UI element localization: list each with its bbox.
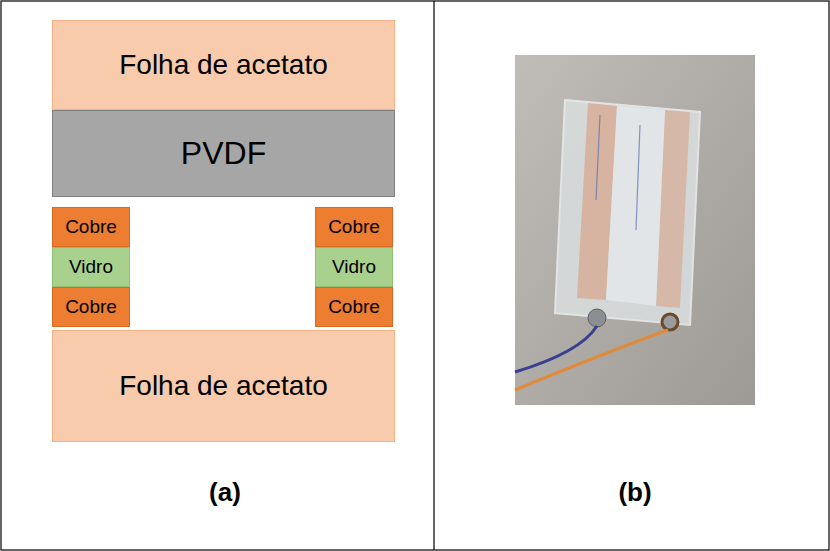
device-photo	[515, 55, 755, 405]
screw-symbol	[588, 309, 606, 327]
pvdf-layer: PVDF	[52, 110, 395, 197]
glass-layer: Vidro	[315, 247, 393, 287]
layer-label: Folha de acetato	[119, 370, 328, 402]
layer-label: Cobre	[328, 296, 380, 318]
layer-label: Folha de acetato	[119, 49, 328, 81]
layer-label: PVDF	[181, 135, 266, 172]
layer-label: Cobre	[328, 216, 380, 238]
copper-layer: Cobre	[52, 207, 130, 247]
copper-layer: Cobre	[52, 287, 130, 327]
photo-shade	[515, 55, 755, 405]
layer-label: Cobre	[65, 296, 117, 318]
copper-layer: Cobre	[315, 287, 393, 327]
layer-label: Cobre	[65, 216, 117, 238]
pvdf-film	[606, 106, 665, 306]
copper-layer: Cobre	[315, 207, 393, 247]
acetate-film	[555, 100, 700, 325]
layer-label: Vidro	[69, 256, 113, 278]
orange-wire	[515, 330, 668, 390]
screw-symbol	[662, 314, 678, 330]
panel-label: (a)	[209, 477, 241, 508]
acetate-sheet: Folha de acetato	[52, 20, 395, 110]
table-divider	[433, 1, 434, 550]
photo-background	[515, 55, 755, 405]
panel-label: (b)	[618, 477, 651, 508]
pen-mark	[596, 115, 640, 230]
acetate-sheet: Folha de acetato	[52, 330, 395, 442]
blue-wire	[515, 326, 597, 372]
glass-layer: Vidro	[52, 247, 130, 287]
layer-label: Vidro	[332, 256, 376, 278]
